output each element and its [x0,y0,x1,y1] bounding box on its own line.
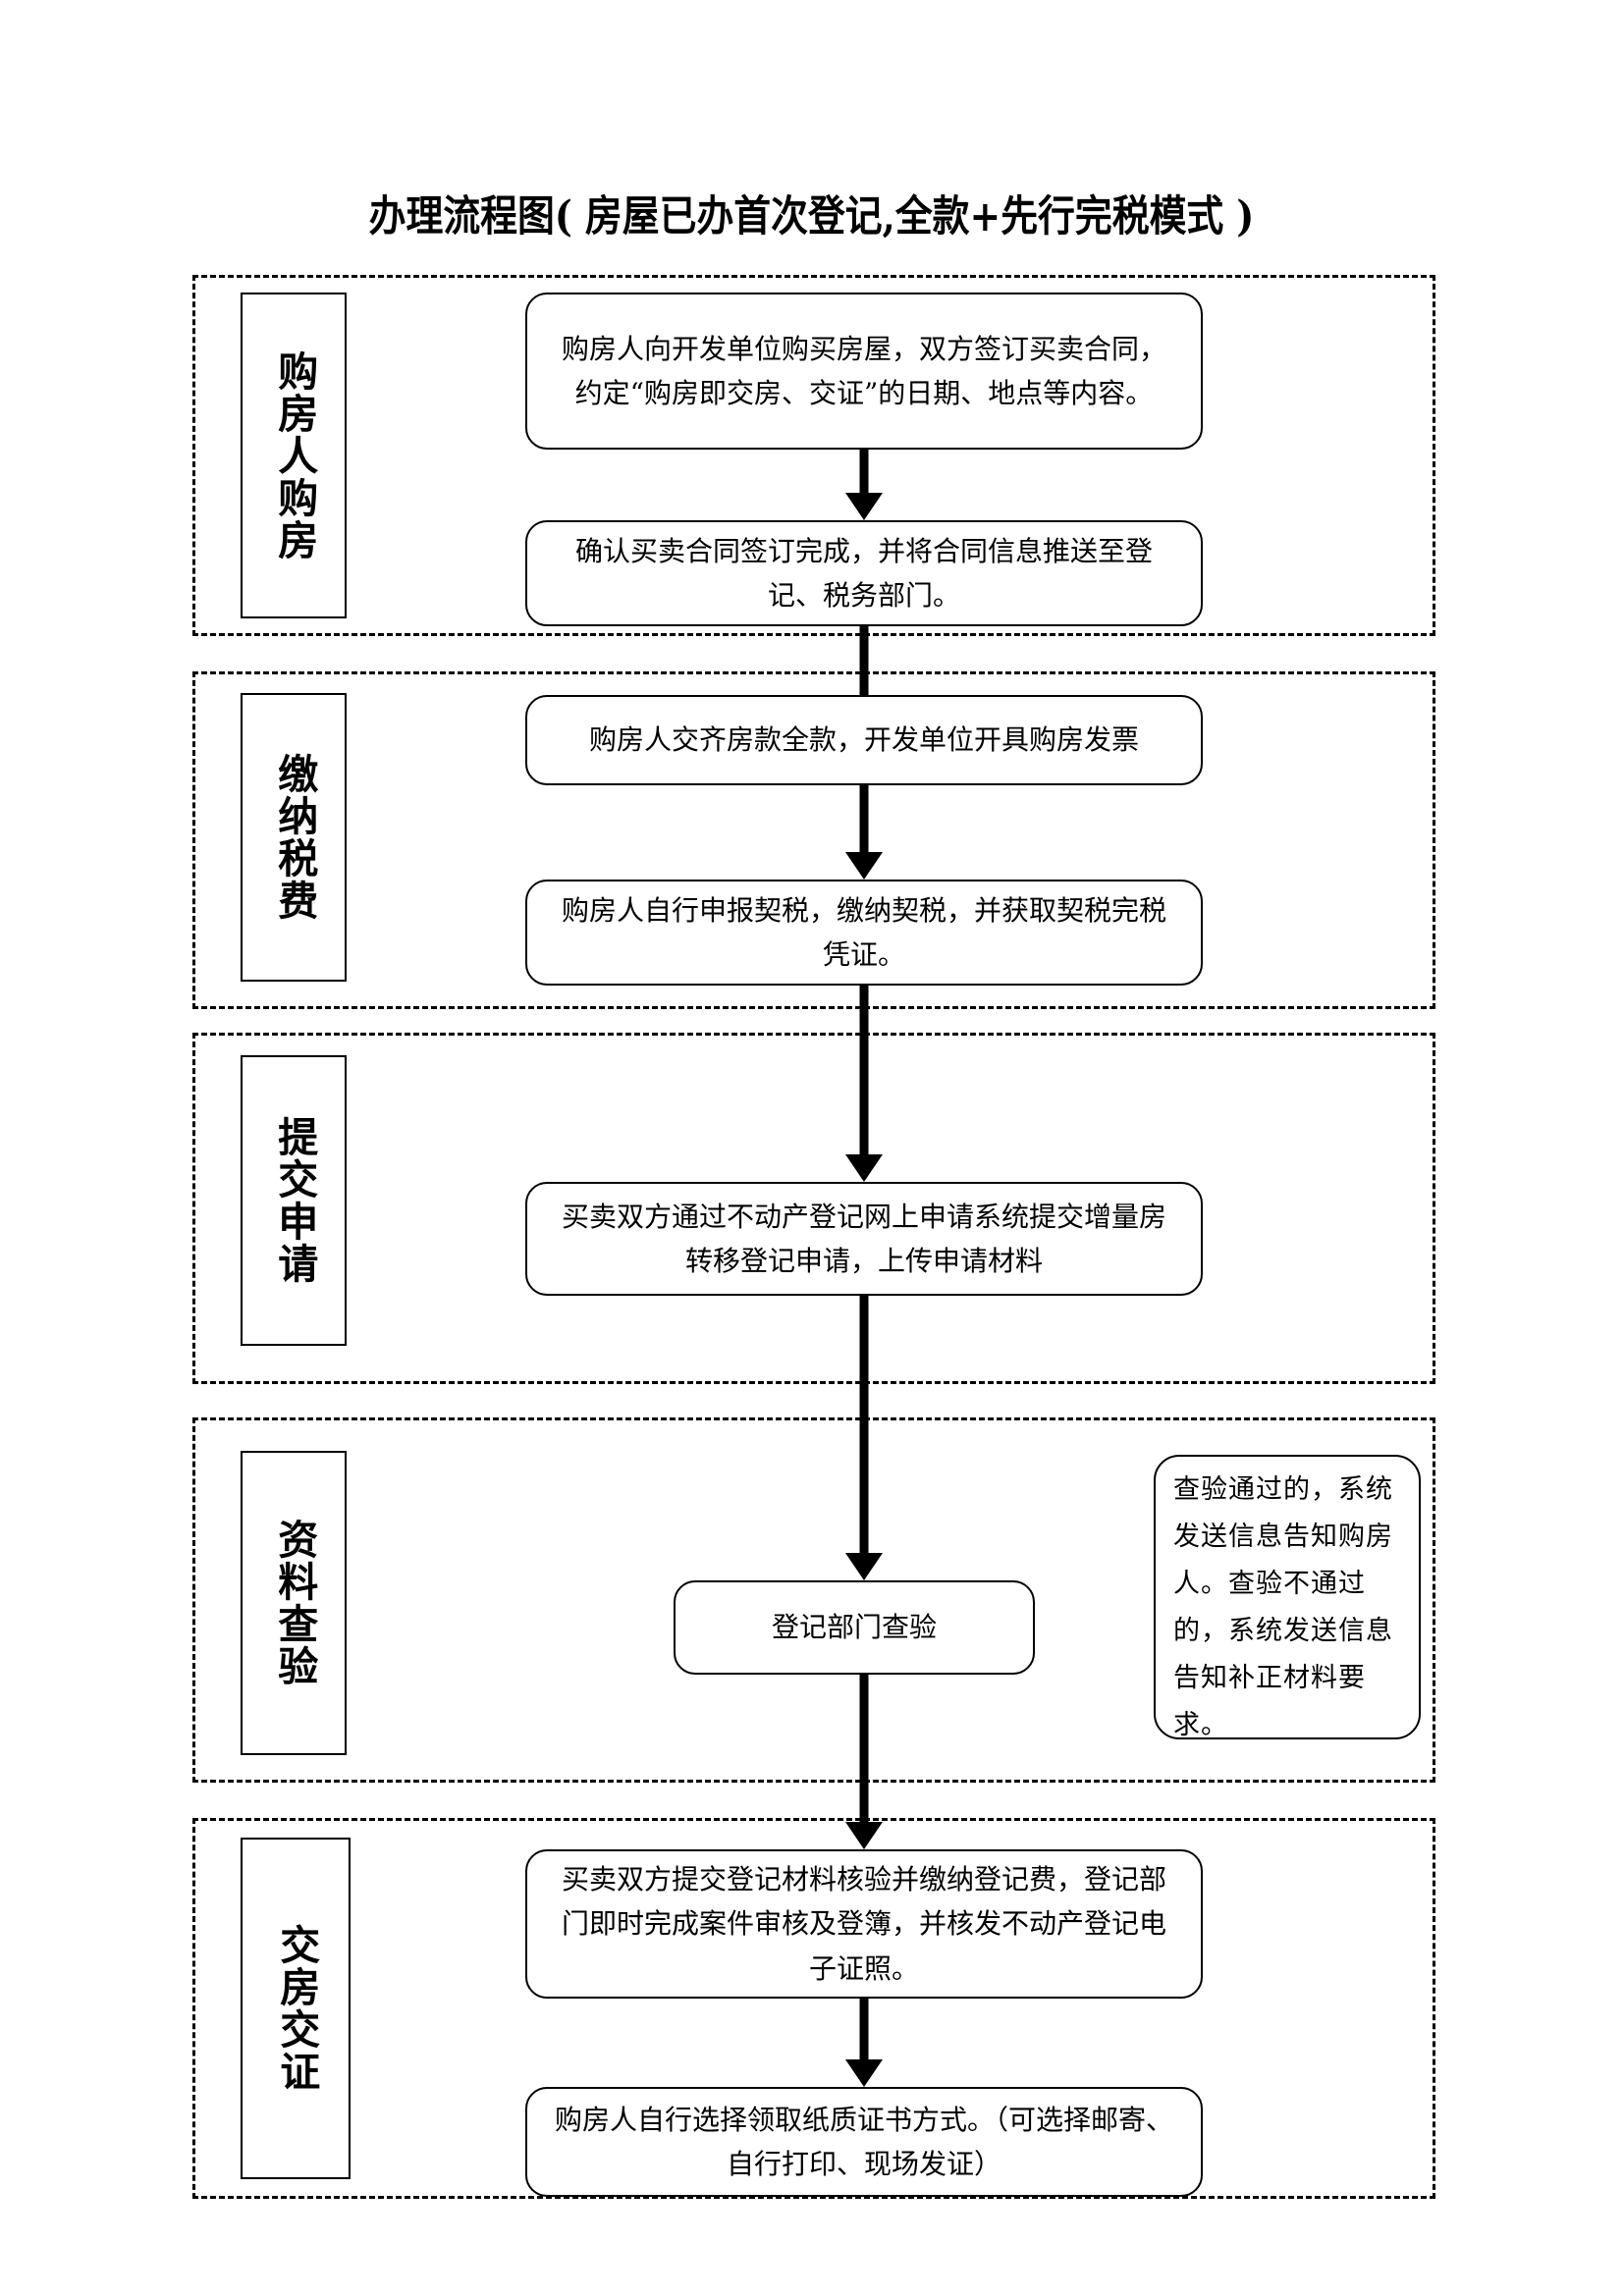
stage-label-4: 资料查验 [241,1451,347,1755]
page-title: 办理流程图( 房屋已办首次登记,全款+先行完税模式 ) [368,192,1255,241]
process-box-2-2: 购房人自行申报契税，缴纳契税，并获取契税完税凭证。 [525,880,1203,986]
stage-label-1: 购房人购房 [241,293,347,618]
stage-label-1-text: 购房人购房 [270,349,318,561]
process-box-4-1: 登记部门查验 [674,1580,1035,1675]
stage-label-5: 交房交证 [241,1838,351,2179]
stage-band-3 [192,1033,1435,1384]
process-box-4-1-text: 登记部门查验 [771,1610,937,1643]
process-box-5-2: 购房人自行选择领取纸质证书方式。（可选择邮寄、自行打印、现场发证） [525,2087,1203,2197]
stage-label-2-text: 缴纳税费 [270,753,318,922]
stage-label-5-text: 交房交证 [272,1924,320,2093]
note-box-4: 查验通过的，系统发送信息告知购房人。查验不通过的，系统发送信息告知补正材料要求。 [1154,1455,1421,1740]
process-box-3-1-text: 买卖双方通过不动产登记网上申请系统提交增量房转移登记申请，上传申请材料 [561,1200,1166,1277]
stage-label-3: 提交申请 [241,1055,347,1346]
stage-band-4 [192,1417,1435,1783]
process-box-3-1: 买卖双方通过不动产登记网上申请系统提交增量房转移登记申请，上传申请材料 [525,1182,1203,1296]
process-box-2-2-text: 购房人自行申报契税，缴纳契税，并获取契税完税凭证。 [561,893,1166,971]
stage-label-4-text: 资料查验 [270,1519,318,1687]
stage-band-2 [192,671,1435,1009]
stage-band-1 [192,275,1435,636]
process-box-1-1-text: 购房人向开发单位购买房屋，双方签订买卖合同，约定“购房即交房、交证”的日期、地点… [561,332,1166,409]
process-box-1-2: 确认买卖合同签订完成，并将合同信息推送至登记、税务部门。 [525,520,1203,626]
stage-label-3-text: 提交申请 [270,1116,318,1285]
process-box-2-1: 购房人交齐房款全款，开发单位开具购房发票 [525,695,1203,785]
process-box-2-1-text: 购房人交齐房款全款，开发单位开具购房发票 [588,722,1139,756]
process-box-1-2-text: 确认买卖合同签订完成，并将合同信息推送至登记、税务部门。 [574,534,1153,612]
stage-band-5 [192,1818,1435,2199]
process-box-5-1-text: 买卖双方提交登记材料核验并缴纳登记费，登记部门即时完成案件审核及登簿，并核发不动… [561,1862,1166,1985]
stage-label-2: 缴纳税费 [241,693,347,982]
process-box-1-1: 购房人向开发单位购买房屋，双方签订买卖合同，约定“购房即交房、交证”的日期、地点… [525,293,1203,450]
note-box-4-text: 查验通过的，系统发送信息告知购房人。查验不通过的，系统发送信息告知补正材料要求。 [1173,1474,1393,1741]
process-box-5-2-text: 购房人自行选择领取纸质证书方式。（可选择邮寄、自行打印、现场发证） [554,2103,1173,2180]
process-box-5-1: 买卖双方提交登记材料核验并缴纳登记费，登记部门即时完成案件审核及登簿，并核发不动… [525,1849,1203,1999]
